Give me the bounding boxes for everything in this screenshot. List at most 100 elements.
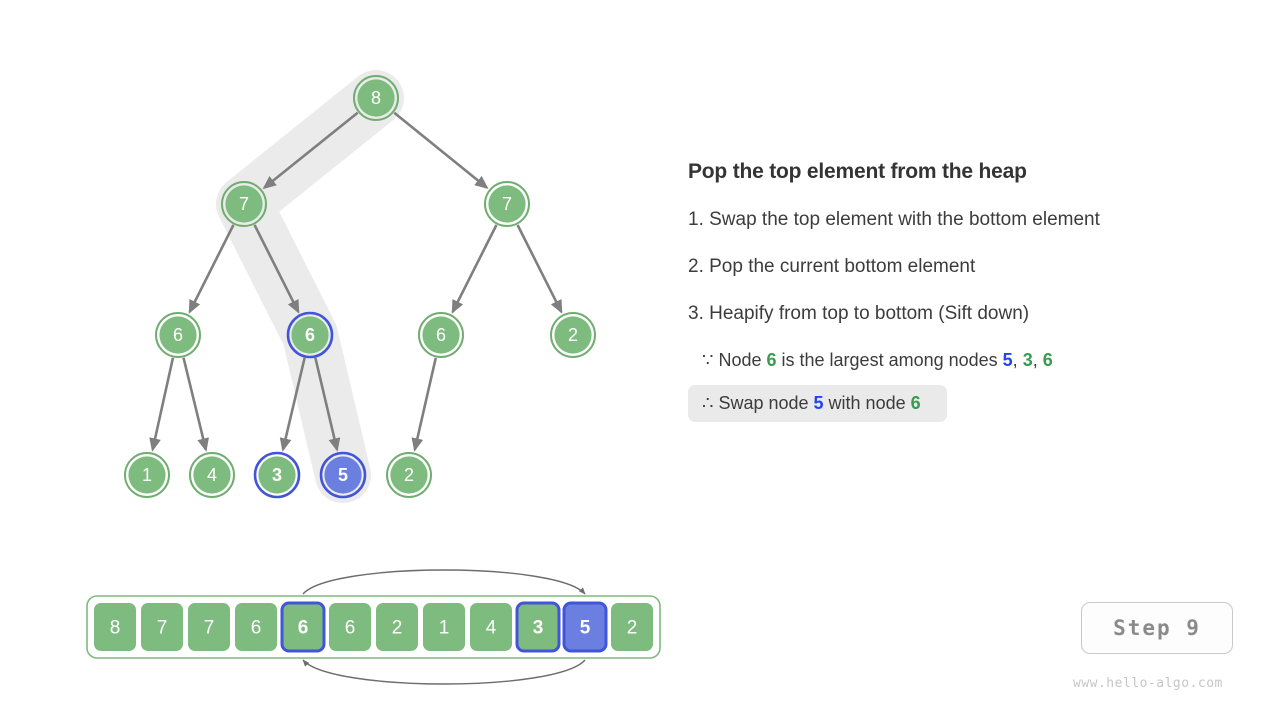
step-item-2: 2. Pop the current bottom element bbox=[688, 256, 976, 277]
node-fill bbox=[488, 185, 526, 223]
node-value: 6 bbox=[173, 325, 183, 345]
array-cell bbox=[94, 603, 136, 651]
sift-down-highlight-band bbox=[216, 70, 404, 503]
highlight-band-path bbox=[216, 70, 404, 503]
conclusion-to-value: 6 bbox=[910, 393, 921, 413]
array-cell-value: 3 bbox=[533, 618, 544, 639]
explanation-panel: Pop the top element from the heap 1. Swa… bbox=[688, 160, 1248, 422]
node-value: 6 bbox=[436, 325, 446, 345]
array-cell bbox=[376, 603, 418, 651]
node-ring bbox=[353, 75, 399, 121]
tree-node: 6 bbox=[418, 312, 464, 358]
array-cell-value: 2 bbox=[627, 618, 638, 639]
array-cell bbox=[562, 601, 608, 653]
tree-edge bbox=[314, 357, 341, 452]
tree-node: 2 bbox=[550, 312, 596, 358]
array-cell bbox=[515, 601, 561, 653]
reason-candidate-1: 3 bbox=[1022, 350, 1033, 370]
tree-node: 3 bbox=[253, 451, 301, 499]
reason-text: ∵ Node 6 is the largest among nodes 5, 3… bbox=[702, 350, 1053, 370]
tree-node: 4 bbox=[189, 452, 235, 498]
array-cell bbox=[329, 603, 371, 651]
node-fill bbox=[324, 456, 362, 494]
node-ring bbox=[484, 181, 530, 227]
tree-edge bbox=[279, 357, 306, 452]
node-fill bbox=[193, 456, 231, 494]
tree-edge bbox=[393, 111, 489, 190]
reason-row: ∵ Node 6 is the largest among nodes 5, 3… bbox=[688, 337, 1248, 376]
tree-svg: 8 7 7 6 6 6 2 1 4 3 5 2 bbox=[124, 70, 596, 503]
conclusion-row: ∴ Swap node 5 with node 6 bbox=[688, 376, 1248, 422]
tree-edge bbox=[149, 357, 175, 452]
array-border bbox=[86, 595, 661, 659]
node-ring bbox=[124, 452, 170, 498]
node-value: 2 bbox=[568, 325, 578, 345]
node-fill bbox=[159, 316, 197, 354]
tree-node: 8 bbox=[353, 75, 399, 121]
node-fill bbox=[128, 456, 166, 494]
array-cell bbox=[611, 603, 653, 651]
array-cell-value: 4 bbox=[486, 618, 497, 639]
node-fill bbox=[357, 79, 395, 117]
array-cell-value: 8 bbox=[110, 618, 121, 639]
node-value: 7 bbox=[239, 194, 249, 214]
swap-arrow-forward bbox=[302, 569, 586, 595]
node-fill bbox=[422, 316, 460, 354]
node-value: 7 bbox=[502, 194, 512, 214]
node-value: 1 bbox=[142, 465, 152, 485]
node-fill bbox=[258, 456, 296, 494]
node-value: 8 bbox=[371, 88, 381, 108]
array-cell-value: 7 bbox=[204, 618, 215, 639]
node-value: 4 bbox=[207, 465, 217, 485]
tree-edge bbox=[262, 111, 359, 190]
array-cell-value: 7 bbox=[157, 618, 168, 639]
array-cell bbox=[470, 603, 512, 651]
tree-node: 5 bbox=[319, 451, 367, 499]
node-value: 6 bbox=[305, 325, 315, 345]
array-cell-value: 5 bbox=[580, 618, 591, 639]
node-fill bbox=[554, 316, 592, 354]
node-fill bbox=[291, 316, 329, 354]
node-ring bbox=[155, 312, 201, 358]
node-fill bbox=[225, 185, 263, 223]
node-value: 3 bbox=[272, 465, 282, 485]
step-badge: Step 9 bbox=[1081, 602, 1233, 654]
node-value: 5 bbox=[338, 465, 348, 485]
array-cell bbox=[188, 603, 230, 651]
reason-node-value: 6 bbox=[766, 350, 777, 370]
tree-node: 6 bbox=[286, 311, 334, 359]
page-title: Pop the top element from the heap bbox=[688, 160, 1027, 183]
watermark-text: www.hello-algo.com bbox=[1073, 676, 1223, 691]
tree-edge bbox=[182, 357, 209, 452]
array-cell bbox=[235, 603, 277, 651]
heap-tree-visualization: 8 7 7 6 6 6 2 1 4 3 5 2 bbox=[0, 0, 680, 560]
array-cell bbox=[423, 603, 465, 651]
swap-arrows bbox=[302, 569, 586, 685]
node-ring bbox=[221, 181, 267, 227]
array-cell-value: 1 bbox=[439, 618, 450, 639]
tree-edge bbox=[451, 224, 498, 314]
array-cell-value: 6 bbox=[298, 618, 309, 639]
tree-edge bbox=[253, 224, 300, 314]
array-cell bbox=[280, 601, 326, 653]
node-ring bbox=[253, 451, 301, 499]
reason-candidate-0: 5 bbox=[1002, 350, 1013, 370]
array-cell-value: 2 bbox=[392, 618, 403, 639]
swap-arrow-back bbox=[302, 659, 586, 685]
tree-node: 6 bbox=[155, 312, 201, 358]
reason-candidate-2: 6 bbox=[1042, 350, 1053, 370]
node-ring bbox=[286, 311, 334, 359]
conclusion-text: ∴ Swap node 5 with node 6 bbox=[688, 385, 947, 422]
tree-edge bbox=[411, 357, 438, 452]
tree-edge bbox=[516, 224, 563, 314]
node-ring bbox=[319, 451, 367, 499]
tree-node: 7 bbox=[221, 181, 267, 227]
tree-edge bbox=[188, 224, 235, 314]
tree-node: 2 bbox=[386, 452, 432, 498]
tree-edges bbox=[149, 111, 563, 452]
step-item-1: 1. Swap the top element with the bottom … bbox=[688, 209, 1100, 230]
step-item-3: 3. Heapify from top to bottom (Sift down… bbox=[688, 303, 1030, 324]
